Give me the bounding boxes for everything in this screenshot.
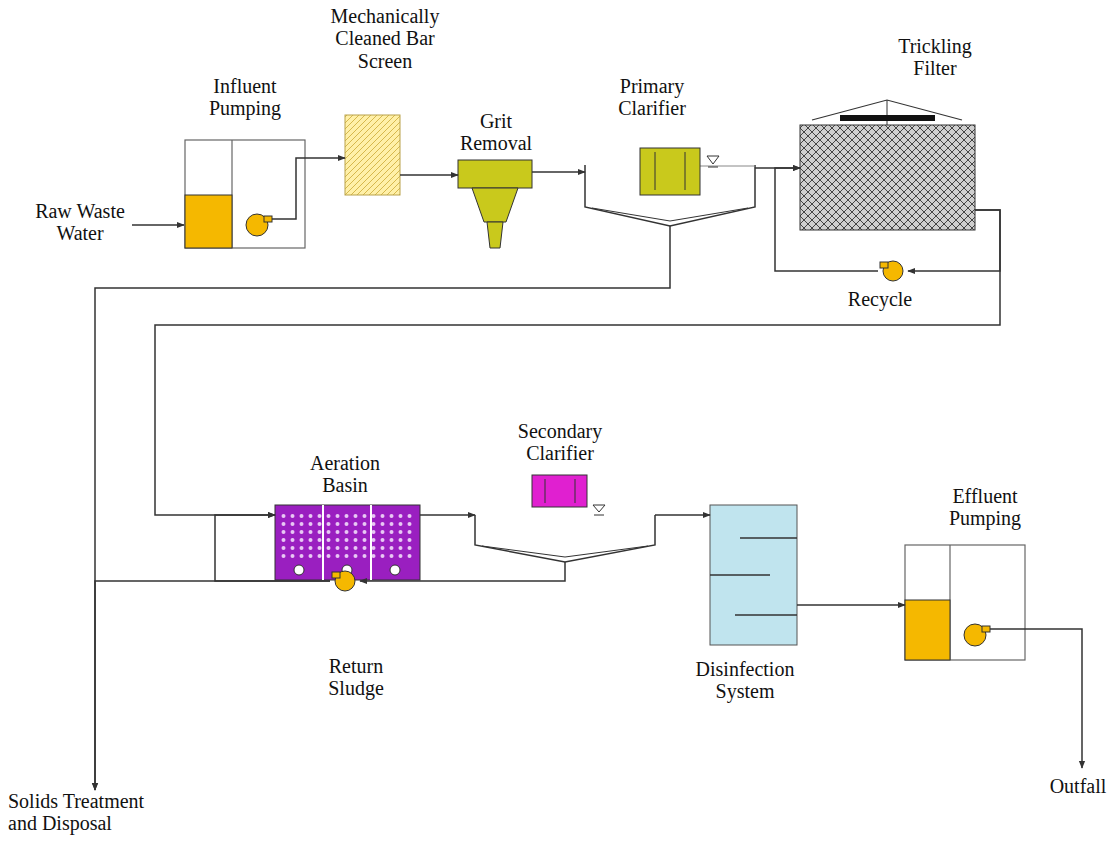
primary-clarifier: Primary Clarifier — [585, 148, 755, 226]
grit-chamber: Grit Removal — [458, 160, 532, 250]
unit-label: Disinfection System — [685, 658, 805, 703]
unit-label: Aeration Basin — [295, 452, 395, 497]
unit-label: Solids Treatment and Disposal — [8, 790, 173, 835]
unit-label: Return Sludge — [316, 655, 396, 700]
unit-label: Mechanically Cleaned Bar Screen — [320, 5, 450, 72]
return-sludge-pump: Return Sludge — [330, 570, 360, 592]
flow-line — [155, 210, 1000, 515]
flow-line — [95, 581, 330, 790]
flow-line — [305, 157, 345, 159]
inlet-label: Raw Waste Water — [33, 200, 128, 245]
flow-line — [797, 604, 905, 606]
outlet-label: Outfall — [1038, 775, 1116, 797]
aeration-basin: Aeration Basin — [275, 505, 420, 580]
flow-line — [420, 514, 475, 516]
flow-line — [532, 171, 585, 173]
effluent-pump-station: Effluent Pumping — [905, 545, 1025, 660]
trickling-filter: Trickling Filter — [800, 100, 975, 230]
unit-label: Primary Clarifier — [602, 75, 702, 120]
unit-label: Trickling Filter — [885, 35, 985, 80]
unit-label: Recycle — [835, 288, 925, 310]
unit-label: Effluent Pumping — [935, 485, 1035, 530]
unit-label: Influent Pumping — [195, 75, 295, 120]
flow-line — [360, 562, 565, 581]
unit-label: Secondary Clarifier — [505, 420, 615, 465]
solids-handling: Solids Treatment and Disposal — [8, 790, 173, 835]
flow-line — [400, 174, 458, 176]
recycle-pump: Recycle — [878, 260, 908, 282]
flow-line — [655, 514, 710, 516]
influent-pump-station: Influent Pumping — [185, 140, 305, 248]
flow-line — [95, 226, 670, 790]
flow-line — [775, 168, 878, 271]
secondary-clarifier: Secondary Clarifier — [475, 475, 655, 562]
bar-screen: Mechanically Cleaned Bar Screen — [345, 115, 400, 195]
disinfection-tank: Disinfection System — [710, 505, 797, 645]
unit-label: Grit Removal — [456, 110, 536, 155]
flow-line — [908, 210, 1000, 271]
flow-line — [215, 515, 330, 581]
